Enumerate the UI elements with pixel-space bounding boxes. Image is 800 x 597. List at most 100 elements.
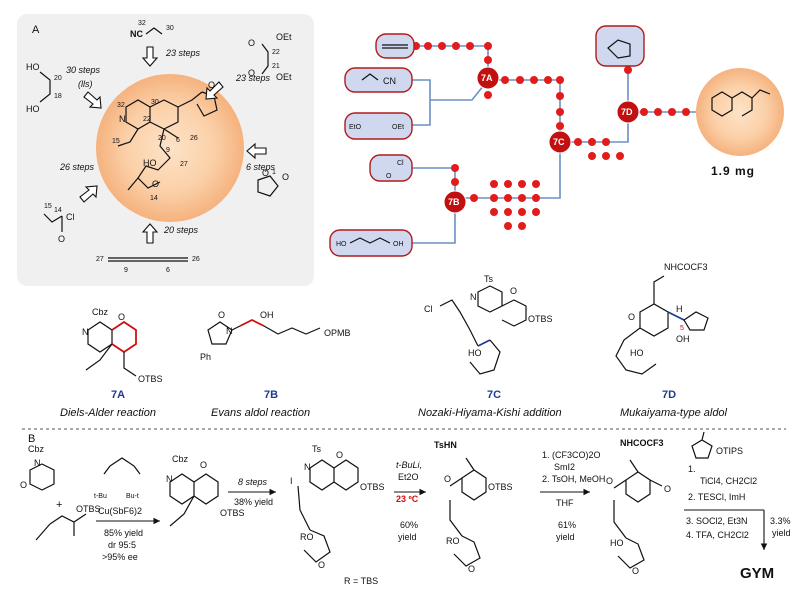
svg-text:NHCOCF3: NHCOCF3 — [620, 438, 664, 448]
svg-text:OTBS: OTBS — [360, 482, 385, 492]
product-gym: GYM — [740, 565, 774, 582]
hub-7b: 7B — [448, 197, 460, 207]
svg-text:H: H — [676, 304, 683, 314]
step5-r1: 1. — [688, 464, 696, 474]
svg-text:NHCOCF3: NHCOCF3 — [664, 262, 708, 272]
steps-top-left: 30 steps — [66, 65, 101, 75]
num-9-diyne: 9 — [124, 267, 128, 274]
atom-cl-a: Cl — [66, 212, 75, 222]
step3-yield-value: 60% — [400, 520, 418, 530]
step1-yield: 85% yield — [104, 528, 143, 538]
num-21-mal: 21 — [272, 63, 280, 70]
sm-acrylonitrile — [344, 67, 413, 93]
step3-yield-label: yield — [398, 532, 417, 542]
panel-b-intermediate-2: Ts N O OTBS I RO O — [290, 444, 385, 570]
reaction-7c: Nozaki-Hiyama-Kishi addition — [418, 407, 562, 419]
num-26-core: 26 — [190, 135, 198, 142]
svg-text:OTBS: OTBS — [488, 482, 513, 492]
step1-dr: dr 95:5 — [108, 540, 136, 550]
acrylonitrile-bonds — [145, 27, 163, 35]
step2-top: 8 steps — [238, 477, 268, 487]
r-definition: R = TBS — [344, 576, 378, 586]
num-26-diyne: 26 — [192, 256, 200, 263]
sm-o-label: O — [386, 173, 392, 180]
svg-text:HO: HO — [468, 348, 482, 358]
svg-text:OTBS: OTBS — [220, 508, 245, 518]
svg-text:N: N — [82, 327, 89, 337]
sm-cl-label: Cl — [397, 160, 404, 167]
svg-text:OTBS: OTBS — [138, 374, 163, 384]
atom-oet-2: OEt — [276, 72, 292, 82]
final-yield: 1.9 mg — [711, 164, 755, 178]
svg-text:O: O — [118, 312, 125, 322]
svg-text:Cbz: Cbz — [92, 307, 109, 317]
svg-text:OH: OH — [260, 310, 274, 320]
arrow-bottom — [141, 223, 159, 244]
label-7c: 7C — [487, 389, 501, 401]
atom-o-core: O — [152, 179, 159, 189]
panel-b-intermediate-1: Cbz N O OTBS — [166, 454, 245, 527]
num-6-core: 6 — [176, 137, 180, 144]
panel-b-starting-materials: Cbz N O + OTBS — [20, 444, 101, 541]
atom-o-a: O — [58, 234, 65, 244]
num-20-core: 20 — [158, 135, 166, 142]
atom-ho-core: HO — [143, 158, 157, 168]
svg-text:RO: RO — [300, 532, 314, 542]
num-9-core: 9 — [166, 147, 170, 154]
step4-r2b: THF — [556, 498, 574, 508]
sm-propionyl-chloride — [369, 154, 413, 182]
reaction-7b: Evans aldol reaction — [211, 407, 310, 419]
sm-malonate — [344, 112, 413, 140]
svg-text:OH: OH — [676, 334, 690, 344]
reaction-7d: Mukaiyama-type aldol — [620, 407, 728, 419]
step5-r4: 4. TFA, CH2Cl2 — [686, 530, 749, 540]
num-20-diol: 20 — [54, 75, 62, 82]
num-22-core: 22 — [143, 116, 151, 123]
num-14-core: 14 — [150, 195, 158, 202]
num-30-acn: 30 — [166, 25, 174, 32]
svg-text:Cbz: Cbz — [28, 444, 45, 454]
svg-text:OTBS: OTBS — [76, 504, 101, 514]
svg-text:N: N — [226, 326, 233, 336]
step4-r1b: SmI2 — [554, 462, 575, 472]
steps-bottom-left: 26 steps — [59, 162, 95, 172]
svg-text:O: O — [200, 460, 207, 470]
diol-bonds — [39, 71, 51, 103]
sm-diyne — [375, 33, 415, 59]
num-15-prop: 15 — [44, 203, 52, 210]
svg-text:TsHN: TsHN — [434, 440, 457, 450]
svg-text:O: O — [336, 450, 343, 460]
panel-a-label: A — [32, 24, 40, 36]
step5-yield-label: yield — [772, 528, 791, 538]
arrow-top-left — [83, 91, 102, 109]
svg-text:Cu(SbF6)2: Cu(SbF6)2 — [98, 506, 142, 516]
sm-eto-label: EtO — [349, 124, 362, 131]
hub-7d: 7D — [621, 107, 633, 117]
panel-b-intermediate-3: TsHN O OTBS RO O — [434, 440, 513, 574]
num-27-diyne: 27 — [96, 256, 104, 263]
sm-butenolide — [595, 25, 645, 67]
atom-n-core: N — [119, 114, 126, 124]
hub-7c: 7C — [553, 137, 565, 147]
propionyl-bonds — [43, 213, 63, 232]
label-7a: 7A — [111, 389, 125, 401]
steps-top: 23 steps — [165, 48, 201, 58]
num-32-core: 32 — [117, 102, 125, 109]
sm-cn-label: CN — [383, 76, 396, 86]
num-32-acn: 32 — [138, 20, 146, 27]
svg-text:5: 5 — [680, 325, 684, 332]
svg-text:Cl: Cl — [424, 304, 433, 314]
intermediate-7a: Cbz N O OTBS — [82, 307, 163, 384]
butenolide-ring — [257, 175, 279, 197]
num-18-diol: 18 — [54, 93, 62, 100]
svg-text:O: O — [318, 560, 325, 570]
atom-o-m1: O — [248, 38, 255, 48]
num-14-prop: 14 — [54, 207, 62, 214]
step2-bottom: 38% yield — [234, 497, 273, 507]
svg-text:O: O — [468, 564, 475, 574]
arrow-bottom-left — [79, 185, 98, 203]
step5-r2: 2. TESCl, ImH — [688, 492, 745, 502]
atom-o-but2: O — [282, 172, 289, 182]
step5-r1a: TiCl4, CH2Cl2 — [700, 476, 757, 486]
num-30-core: 30 — [151, 99, 159, 106]
